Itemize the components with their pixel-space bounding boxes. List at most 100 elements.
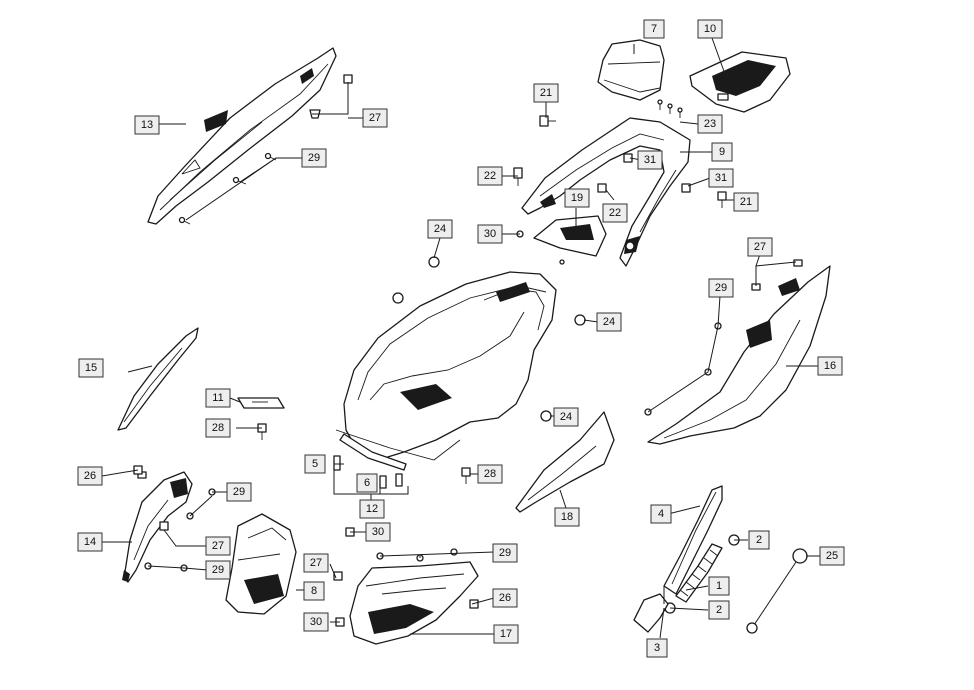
callout-11[interactable]: 11 [205, 388, 231, 408]
svg-text:14: 14 [84, 536, 96, 548]
svg-text:30: 30 [372, 526, 384, 538]
callout-25[interactable]: 25 [819, 546, 845, 566]
svg-text:2: 2 [756, 534, 762, 546]
callout-8[interactable]: 8 [303, 581, 325, 601]
callout-1[interactable]: 1 [708, 576, 730, 596]
callout-3[interactable]: 3 [646, 638, 668, 658]
nuts-24 [392, 256, 586, 422]
callout-29-left-upper[interactable]: 29 [226, 482, 252, 502]
svg-text:29: 29 [233, 486, 245, 498]
svg-text:30: 30 [310, 616, 322, 628]
emblem-part [237, 397, 285, 409]
bolts-5-6 [333, 455, 403, 489]
callout-2-lower[interactable]: 2 [708, 600, 730, 620]
callout-17[interactable]: 17 [493, 624, 519, 644]
callout-27-left-lower[interactable]: 27 [205, 536, 231, 556]
callout-26-right[interactable]: 26 [492, 588, 518, 608]
callout-28-left[interactable]: 28 [205, 418, 231, 438]
svg-text:31: 31 [644, 154, 656, 166]
svg-text:2: 2 [716, 604, 722, 616]
callout-24-lower[interactable]: 24 [553, 407, 579, 427]
svg-text:18: 18 [561, 511, 573, 523]
callout-16[interactable]: 16 [817, 356, 843, 376]
callout-4[interactable]: 4 [650, 504, 672, 524]
svg-text:11: 11 [212, 392, 223, 404]
svg-text:30: 30 [484, 228, 496, 240]
bolt-21-lower [717, 191, 727, 208]
callout-21-upper[interactable]: 21 [533, 83, 559, 103]
screw-28-center [461, 467, 471, 484]
svg-text:27: 27 [310, 557, 322, 569]
svg-text:22: 22 [609, 207, 621, 219]
callout-22-right[interactable]: 22 [602, 203, 628, 223]
svg-text:4: 4 [658, 508, 664, 520]
callout-6[interactable]: 6 [356, 473, 378, 493]
callout-23[interactable]: 23 [697, 114, 723, 134]
callout-7[interactable]: 7 [643, 19, 665, 39]
callout-30-top[interactable]: 30 [477, 224, 503, 244]
callout-labels: 1 2 2 3 4 5 6 7 8 9 10 11 12 13 14 15 16… [77, 19, 845, 658]
rear-rack-part [689, 51, 791, 113]
callout-30-middle[interactable]: 30 [365, 522, 391, 542]
svg-text:15: 15 [85, 362, 97, 374]
callout-10[interactable]: 10 [697, 19, 723, 39]
callout-30-bottom[interactable]: 30 [303, 612, 329, 632]
svg-text:29: 29 [715, 282, 727, 294]
callout-21-lower[interactable]: 21 [733, 192, 759, 212]
svg-text:7: 7 [651, 23, 657, 35]
svg-text:3: 3 [654, 642, 660, 654]
callout-5[interactable]: 5 [304, 454, 326, 474]
svg-text:29: 29 [499, 547, 511, 559]
svg-text:13: 13 [141, 119, 153, 131]
callout-31-lower[interactable]: 31 [708, 168, 734, 188]
tube-part [663, 485, 723, 595]
callout-18[interactable]: 18 [554, 507, 580, 527]
svg-text:25: 25 [826, 550, 838, 562]
svg-text:26: 26 [499, 592, 511, 604]
callout-2-upper[interactable]: 2 [748, 530, 770, 550]
svg-text:27: 27 [212, 540, 224, 552]
bolts-22 [513, 167, 607, 193]
callout-22-left[interactable]: 22 [477, 166, 503, 186]
side-cover-right-part [647, 265, 831, 445]
bracket-19-part [533, 215, 607, 257]
callout-13[interactable]: 13 [134, 115, 160, 135]
callout-31-upper[interactable]: 31 [637, 150, 663, 170]
svg-text:6: 6 [364, 477, 370, 489]
callout-14[interactable]: 14 [77, 532, 103, 552]
svg-text:19: 19 [571, 192, 583, 204]
bolt-21-upper [539, 115, 556, 127]
callout-9[interactable]: 9 [711, 142, 733, 162]
svg-text:5: 5 [312, 458, 318, 470]
callout-24-top[interactable]: 24 [427, 219, 453, 239]
svg-text:24: 24 [603, 316, 615, 328]
svg-text:29: 29 [308, 152, 320, 164]
callout-27-top[interactable]: 27 [362, 108, 388, 128]
helmet-box-part [335, 271, 557, 471]
svg-text:17: 17 [500, 628, 512, 640]
callout-24-middle[interactable]: 24 [596, 312, 622, 332]
callout-29-top[interactable]: 29 [301, 148, 327, 168]
svg-text:28: 28 [484, 468, 496, 480]
svg-text:10: 10 [704, 23, 716, 35]
callout-27-right[interactable]: 27 [747, 237, 773, 257]
callout-28-center[interactable]: 28 [477, 464, 503, 484]
screw-28-left [257, 423, 267, 440]
trim-strip-part [117, 327, 199, 431]
callout-29-right[interactable]: 29 [708, 278, 734, 298]
bolts-23 [657, 99, 683, 118]
callout-12[interactable]: 12 [359, 499, 385, 519]
callout-29-left-lower[interactable]: 29 [205, 560, 231, 580]
svg-text:21: 21 [740, 196, 752, 208]
svg-text:28: 28 [212, 422, 224, 434]
svg-text:27: 27 [754, 241, 766, 253]
callout-19[interactable]: 19 [564, 188, 590, 208]
callout-15[interactable]: 15 [78, 358, 104, 378]
svg-text:1: 1 [716, 580, 722, 592]
callout-26-left[interactable]: 26 [77, 466, 103, 486]
svg-text:8: 8 [311, 585, 317, 597]
callout-27-bottom[interactable]: 27 [303, 553, 329, 573]
callout-29-bottom[interactable]: 29 [492, 543, 518, 563]
floor-panel-part [349, 561, 479, 645]
